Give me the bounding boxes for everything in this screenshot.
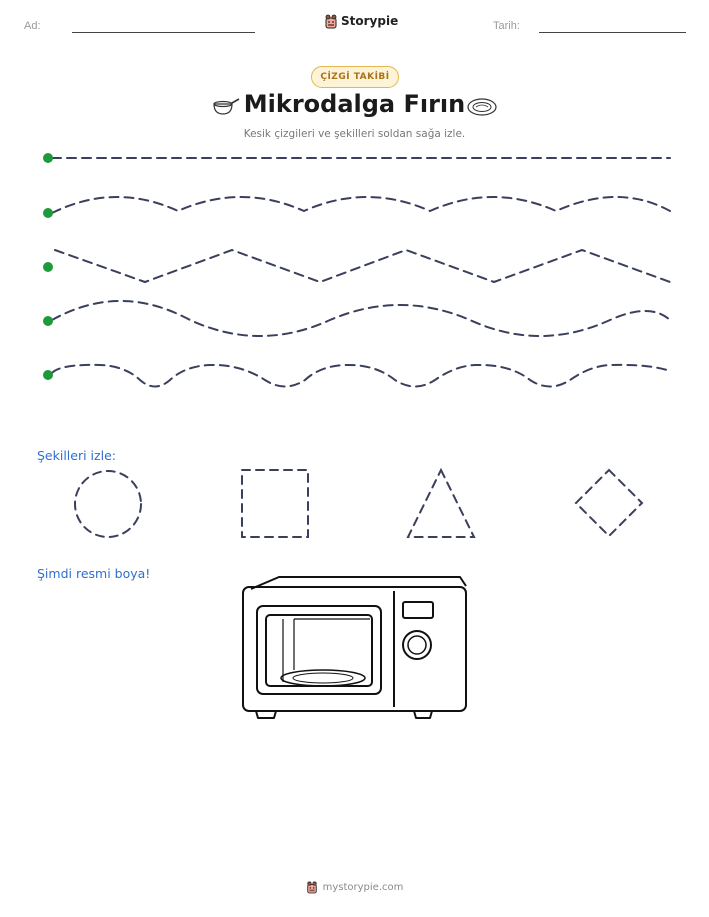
storypie-logo-icon xyxy=(325,14,337,29)
start-dot xyxy=(43,316,53,326)
microwave-body xyxy=(242,586,467,712)
start-dot xyxy=(43,208,53,218)
trace-shape-diamond[interactable] xyxy=(574,468,644,538)
footer-url[interactable]: mystorypie.com xyxy=(322,881,404,893)
microwave-door xyxy=(256,605,382,695)
instructions: Kesik çizgileri ve şekilleri soldan sağa… xyxy=(243,128,466,140)
shapes-heading: Şekilleri izle: xyxy=(37,448,116,463)
date-line[interactable] xyxy=(539,32,686,33)
trace-shape-circle[interactable] xyxy=(74,470,142,538)
trace-line-bumpy-wave[interactable] xyxy=(51,363,671,388)
turntable xyxy=(280,669,366,687)
name-line[interactable] xyxy=(72,32,255,33)
microwave-foot-left xyxy=(255,710,277,719)
start-dot xyxy=(43,370,53,380)
brand: Storypie xyxy=(324,13,398,29)
page-title: Mikrodalga Fırın xyxy=(243,90,466,118)
microwave-top xyxy=(250,576,467,590)
start-dot xyxy=(43,153,53,163)
microwave-window xyxy=(265,614,373,687)
microwave-dial xyxy=(402,630,432,660)
brand-name: Storypie xyxy=(341,14,399,28)
footer: mystorypie.com xyxy=(0,880,709,894)
worksheet-badge: ÇİZGİ TAKİBİ xyxy=(311,66,399,88)
start-dot xyxy=(43,262,53,272)
trace-line-zigzag[interactable] xyxy=(54,248,671,284)
trace-shape-square[interactable] xyxy=(241,469,309,538)
trace-shapes xyxy=(74,467,644,538)
coloring-heading: Şimdi resmi boya! xyxy=(37,566,151,581)
plate-icon xyxy=(467,98,497,116)
trace-line-wave[interactable] xyxy=(51,196,671,214)
storypie-logo-icon xyxy=(306,881,317,894)
trace-lines xyxy=(43,153,671,388)
trace-line-wave-2[interactable] xyxy=(51,300,671,337)
trace-shape-triangle[interactable] xyxy=(406,467,476,538)
pot-icon xyxy=(213,98,240,115)
name-label: Ad: xyxy=(24,20,41,32)
microwave-display xyxy=(402,601,434,619)
microwave-drawing[interactable] xyxy=(0,570,709,725)
microwave-foot-right xyxy=(413,710,433,719)
date-label: Tarih: xyxy=(493,20,520,32)
